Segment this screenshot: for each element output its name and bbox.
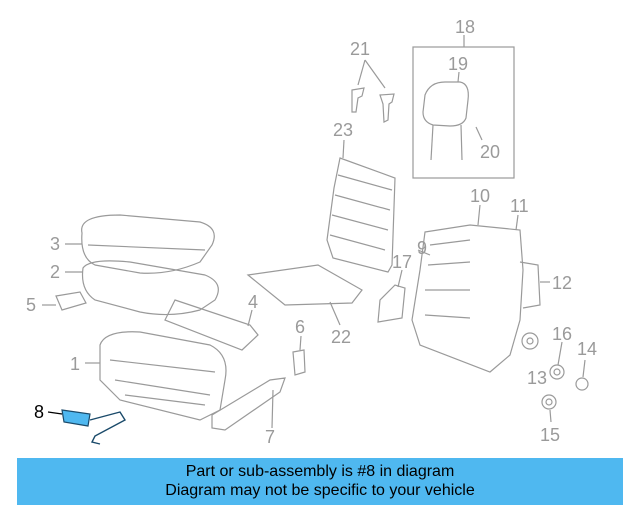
label-14: 14 [577, 339, 597, 359]
label-8: 8 [34, 402, 44, 422]
seat-frame [85, 331, 227, 421]
parts-diagram: 18 19 20 21 23 10 11 3 9 17 2 12 5 4 6 2… [26, 17, 597, 447]
label-12: 12 [552, 273, 572, 293]
seat-cushions [65, 214, 219, 316]
label-21: 21 [350, 39, 370, 59]
label-10: 10 [470, 186, 490, 206]
label-2: 2 [50, 262, 60, 282]
label-3: 3 [50, 234, 60, 254]
label-4: 4 [248, 292, 258, 312]
back-frame [377, 204, 550, 373]
label-1: 1 [70, 354, 80, 374]
back-panel [326, 139, 396, 273]
label-15: 15 [540, 425, 560, 445]
label-11: 11 [510, 196, 529, 216]
guide-parts [351, 59, 395, 123]
label-23: 23 [333, 120, 353, 140]
label-5: 5 [26, 295, 36, 315]
round-fittings [521, 332, 589, 423]
label-16: 16 [552, 324, 572, 344]
label-18: 18 [455, 17, 475, 37]
label-9: 9 [417, 238, 427, 258]
highlighted-part-8 [47, 409, 126, 445]
headrest-group [412, 35, 515, 179]
small-trim-part [42, 291, 87, 311]
banner-line-2: Diagram may not be specific to your vehi… [165, 482, 475, 499]
label-22: 22 [331, 327, 351, 347]
label-6: 6 [295, 317, 305, 337]
banner-line-1: Part or sub-assembly is #8 in diagram [185, 463, 455, 480]
label-20: 20 [480, 142, 500, 162]
rail-cover [164, 299, 259, 351]
label-19: 19 [448, 54, 468, 74]
label-17: 17 [392, 252, 412, 272]
small-parts-6-7 [211, 335, 306, 431]
info-banner: Part or sub-assembly is #8 in diagram Di… [17, 458, 623, 505]
seat-plate [246, 264, 363, 326]
label-13: 13 [527, 368, 547, 388]
label-7: 7 [265, 427, 275, 447]
